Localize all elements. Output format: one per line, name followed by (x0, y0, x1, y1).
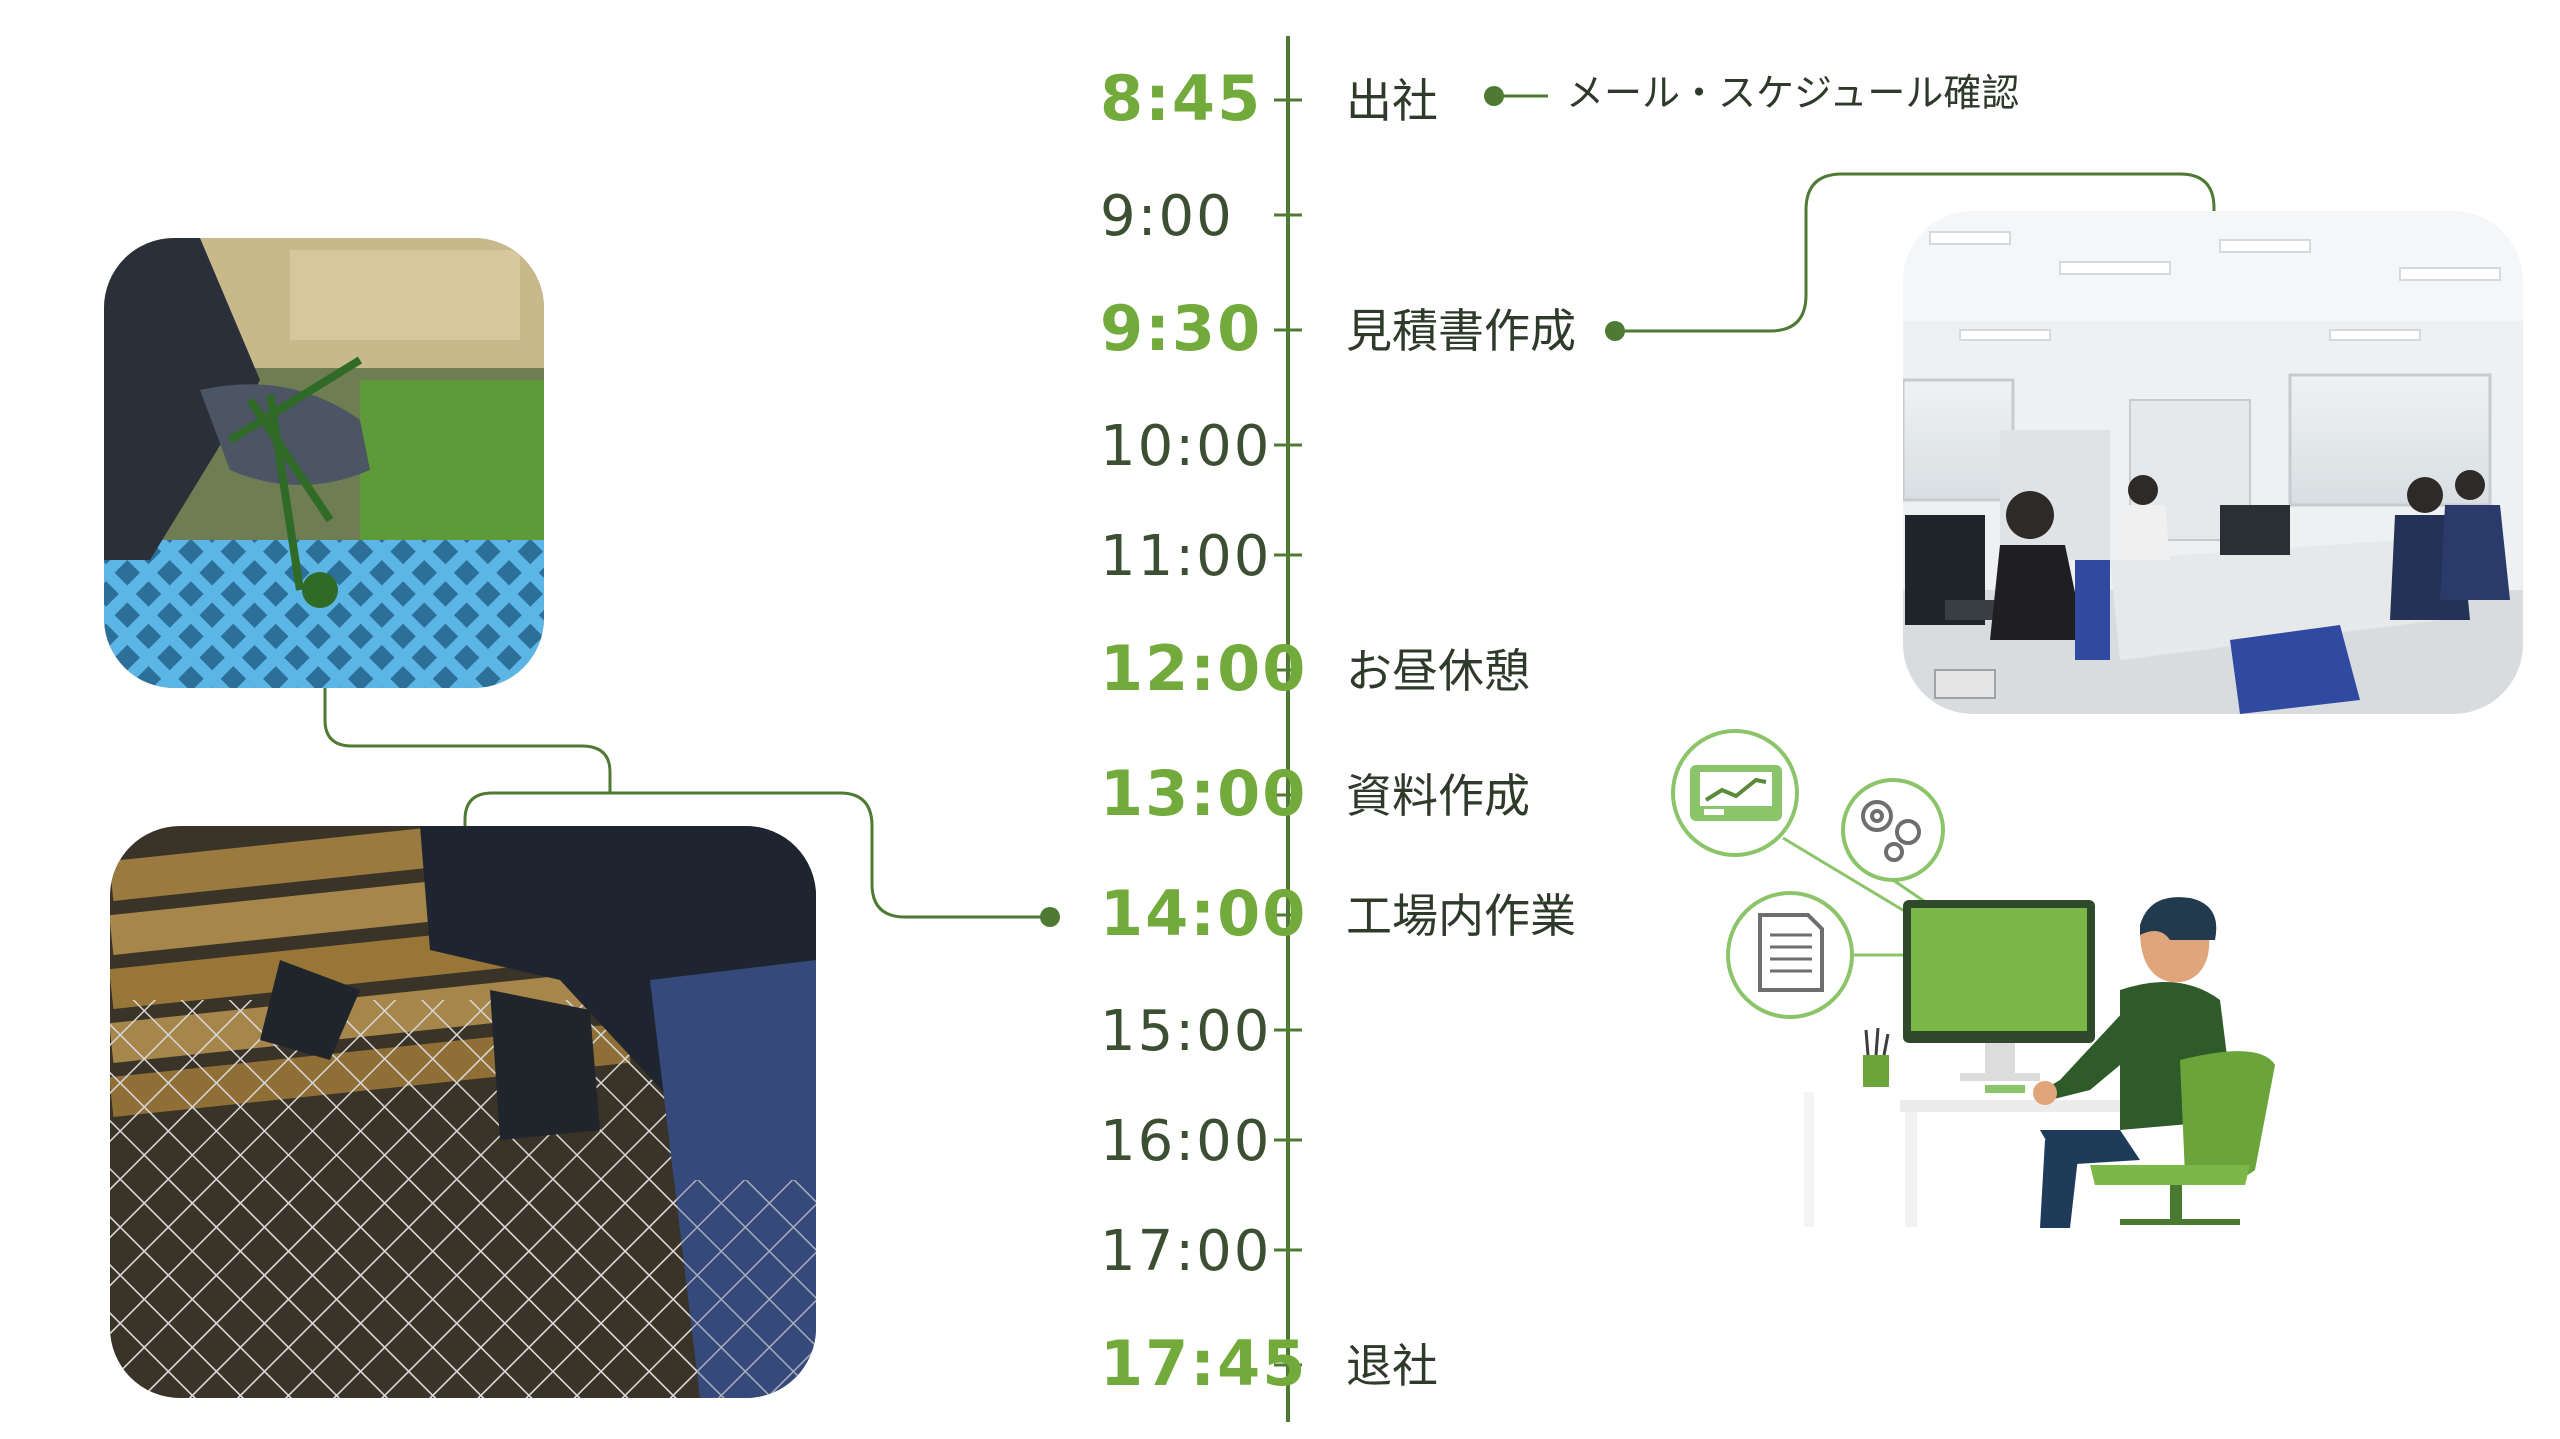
factory-line-main (463, 791, 1050, 919)
estimate-line (1615, 172, 2216, 333)
time-label: 9:00 (1100, 184, 1234, 249)
time-label: 11:00 (1100, 524, 1271, 589)
time-label: 17:45 (1100, 1327, 1307, 1400)
wire-mesh-work-photo (110, 826, 816, 1398)
office-photo (1903, 211, 2523, 714)
time-label: 8:45 (1100, 62, 1262, 135)
time-label: 13:00 (1100, 757, 1307, 830)
event-label: 見積書作成 (1346, 304, 1576, 358)
event-label: お昼休憩 (1346, 644, 1530, 698)
event-label: 工場内作業 (1346, 889, 1576, 943)
event-label: 出社 (1346, 74, 1438, 128)
office-chair (2180, 1051, 2275, 1182)
factory-line-top (323, 688, 612, 793)
time-label: 14:00 (1100, 877, 1307, 950)
time-label: 15:00 (1100, 999, 1271, 1064)
timeline-ticks: 8:45 出社 9:00 9:30 見積書作成 10:00 11:00 12:00 お昼休憩 13… (1100, 62, 1576, 1400)
time-label: 9:30 (1100, 292, 1262, 365)
annotation-label: メール・スケジュール確認 (1566, 71, 2019, 115)
time-label: 16:00 (1100, 1109, 1271, 1174)
desk-worker-illustration (1671, 729, 2275, 1228)
gear-bubble (1841, 778, 1945, 882)
factory-connector (323, 688, 1060, 927)
chart-card-icon (1690, 765, 1782, 821)
time-label: 17:00 (1100, 1219, 1271, 1284)
time-label: 12:00 (1100, 632, 1307, 705)
event-label: 退社 (1346, 1339, 1438, 1393)
time-label: 10:00 (1100, 414, 1271, 479)
ceiling-lights (1929, 231, 2501, 341)
gear-icon (1861, 800, 1921, 862)
document-icon (1758, 913, 1824, 992)
factory-sorting-photo (104, 238, 544, 688)
email-annotation: メール・スケジュール確認 (1484, 71, 2019, 115)
event-label: 資料作成 (1346, 769, 1530, 823)
estimate-connector (1605, 172, 2216, 341)
